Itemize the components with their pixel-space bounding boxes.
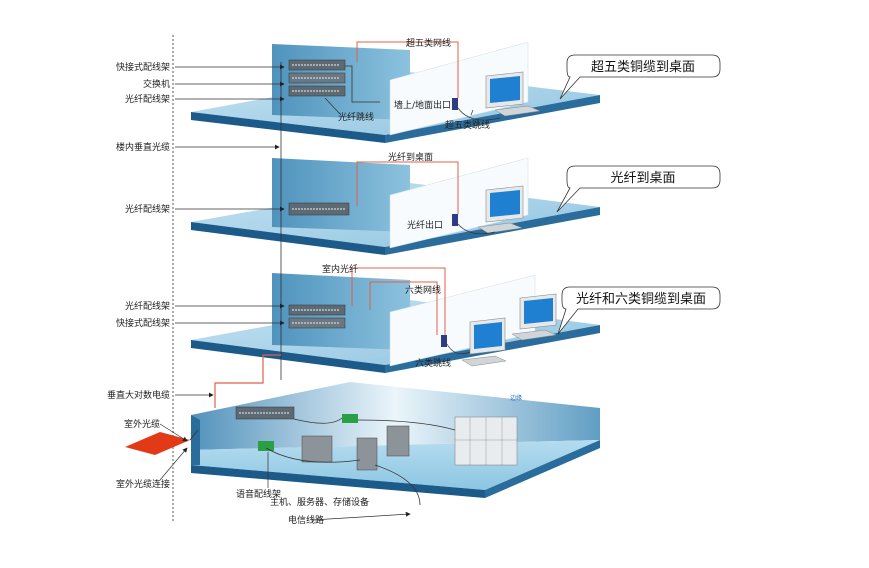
voice-patch-panel (258, 441, 274, 451)
label-switch: 交换机 (143, 78, 170, 90)
label-outdoor-fiber-connect: 室外光缆连接 (116, 478, 170, 490)
floor-2-rack (288, 202, 350, 216)
label-cat6-jumper: 六类跳线 (415, 357, 451, 369)
label-fiber-patch-panel-2: 光纤配线架 (125, 203, 170, 215)
label-fiber-outlet: 光纤出口 (407, 219, 443, 231)
label-cat5e-cable: 超五类网线 (406, 37, 451, 49)
label-equipment: 主机、服务器、存储设备 (270, 496, 369, 508)
floor-3 (191, 267, 600, 373)
floor-1-monitor-icon (485, 71, 541, 117)
callout-fiber-cat6 (557, 286, 721, 335)
callout-cat5e (559, 54, 721, 100)
label-vertical-fiber: 楼内垂直光缆 (116, 141, 170, 153)
green-panel-1 (342, 414, 358, 423)
floor-1 (191, 41, 600, 143)
server-cabinet-2 (356, 437, 378, 471)
label-wall-floor-outlet: 墙上/地面出口 (394, 99, 451, 111)
callout-fiber-cat6-text: 光纤和六类铜缆到桌面 (576, 291, 706, 307)
cat6-cable-line (369, 281, 438, 335)
label-outdoor-fiber: 室外光缆 (124, 418, 160, 430)
label-fiber-to-desk-cable: 光纤到桌面 (388, 151, 433, 163)
floor-2-back-wall (272, 158, 410, 232)
basement (191, 382, 600, 506)
floor-1-rack (288, 59, 346, 97)
floor-3-rack (288, 304, 346, 329)
floor-1-outlet (452, 98, 458, 110)
label-voice-patch-panel: 语音配线架 (236, 488, 281, 500)
floor-3-monitor-icon-2 (511, 293, 557, 341)
label-cat5e-jumper: 超五类跳线 (445, 119, 490, 131)
label-fiber-patch-panel-3: 光纤配线架 (125, 300, 170, 312)
server-cabinet-1 (301, 435, 333, 463)
vertical-large-cable-line (214, 354, 281, 408)
callout-fiber-text: 光纤到桌面 (610, 171, 675, 186)
label-vertical-large-cable: 垂直大对数电缆 (107, 389, 170, 401)
server-cabinet-3 (386, 425, 410, 457)
floor-3-outlet (441, 335, 447, 347)
callout-fiber (556, 165, 721, 213)
storage-array (454, 416, 518, 466)
label-fiber-patch-panel-1: 光纤配线架 (125, 93, 170, 105)
label-telecom-line: 电信线路 (288, 514, 324, 526)
indoor-fiber-line (351, 267, 446, 335)
label-fiber-jumper: 光纤跳线 (338, 111, 374, 123)
label-quick-patch-panel-1: 快接式配线架 (116, 61, 170, 73)
label-indoor-fiber: 室内光纤 (322, 263, 358, 275)
cat5e-cable-line (356, 41, 459, 98)
callout-cat5e-text: 超五类铜缆到桌面 (591, 59, 695, 75)
floor-2-partition (389, 157, 529, 249)
label-small-edge: 边缘 (510, 394, 522, 402)
floor-1-partition (389, 41, 529, 136)
outdoor-cable-pad (125, 432, 190, 455)
label-quick-patch-panel-2: 快接式配线架 (116, 317, 170, 329)
floor-3-monitor-icon-1 (461, 317, 507, 367)
fiber-to-desk-line (356, 161, 459, 214)
floor-2-outlet (452, 214, 458, 226)
label-cat6-cable: 六类网线 (405, 284, 441, 296)
floor-2-monitor-icon (477, 185, 524, 234)
floor-2 (191, 157, 600, 255)
